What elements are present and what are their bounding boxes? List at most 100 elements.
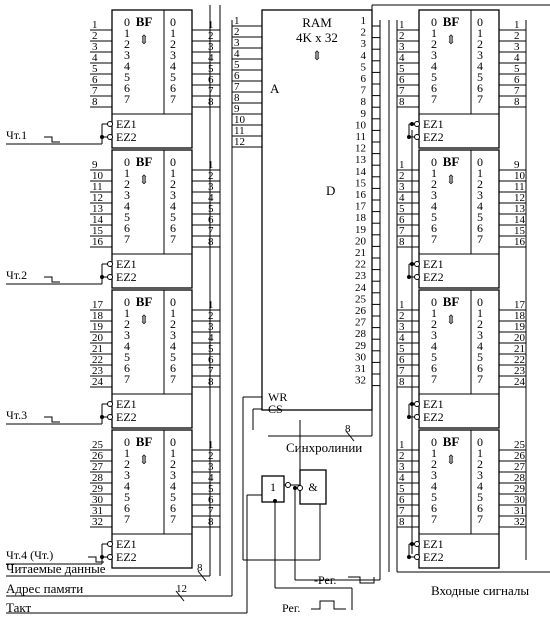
buffer-body: [111, 149, 193, 289]
buffer-output-pin-label: 3: [170, 188, 176, 202]
ram-body: [261, 9, 373, 411]
buffer-output-pin-label: 1: [477, 26, 483, 40]
bus-line-number: 2: [514, 30, 520, 42]
input-line-number: 7: [399, 365, 405, 377]
buffer-input-pin-label: 3: [124, 328, 130, 342]
buffer-enable1-label: EZ1: [423, 257, 444, 271]
buffer-input-pin-label: 3: [124, 48, 130, 62]
output-line-number: 6: [208, 354, 214, 366]
buffer-input-pin-label: 6: [124, 501, 130, 515]
enable1-inversion-bubble: [414, 121, 420, 127]
data-pin-number: 27: [355, 317, 367, 329]
read-data-width-label: 8: [197, 562, 203, 574]
buffer-output-pin-label: 4: [477, 59, 483, 73]
buffer-input-pin-label: 5: [431, 70, 437, 84]
buffer-output-pin-label: 3: [477, 48, 483, 62]
data-pin-number: 31: [355, 363, 366, 375]
reg-inverted-label: -Рег.: [314, 573, 336, 587]
buffer-input-pin-label: 2: [431, 457, 437, 471]
data-pin-number: 13: [355, 154, 367, 166]
bus-line-number: 24: [92, 376, 104, 388]
bus-line-number: 22: [92, 354, 103, 366]
output-line-number: 5: [208, 483, 214, 495]
buffer-output-pin-label: 1: [170, 306, 176, 320]
buffer-input-pin-label: 7: [431, 92, 437, 106]
output-line-number: 6: [208, 214, 214, 226]
buffer-enable1-label: EZ1: [116, 117, 137, 131]
ram-address-label: A: [270, 81, 280, 96]
buffer-direction-icon: ⇕: [139, 172, 150, 187]
buffer-input-pin-label: 6: [431, 361, 437, 375]
buffer-input-pin-label: 6: [124, 81, 130, 95]
buffer-output-pin-label: 2: [477, 177, 483, 191]
buffer-output-pin-label: 1: [170, 446, 176, 460]
buffer-output-pin-label: 0: [170, 155, 176, 169]
buffer-direction-icon: ⇕: [446, 312, 457, 327]
buffer-title: BF: [136, 294, 153, 309]
bus-line-number: 26: [514, 450, 526, 462]
buffer-input-pin-label: 4: [124, 59, 130, 73]
data-pin-number: 18: [355, 212, 367, 224]
bus-line-number: 1: [92, 19, 98, 31]
buffer-output-pin-label: 0: [170, 295, 176, 309]
and-gate-label: &: [308, 480, 318, 494]
input-line-number: 6: [399, 214, 405, 226]
bus-line-number: 13: [514, 203, 526, 215]
buffer-output-pin-label: 4: [477, 199, 483, 213]
bus-line-number: 5: [514, 63, 520, 75]
input-line-number: 8: [399, 236, 405, 248]
buffer-input-pin-label: 2: [431, 177, 437, 191]
output-line-number: 7: [208, 225, 214, 237]
buffer-input-pin-label: 7: [431, 232, 437, 246]
enable2-inversion-bubble: [107, 134, 113, 140]
junction-dot: [410, 542, 414, 546]
output-line-number: 7: [208, 85, 214, 97]
buffer-enable2-label: EZ2: [423, 410, 444, 424]
buffer-input-pin-label: 6: [431, 501, 437, 515]
sync-width-label: 8: [345, 423, 351, 435]
bus-line-number: 9: [514, 159, 520, 171]
buffer-input-pin-label: 3: [124, 468, 130, 482]
enable2-inversion-bubble: [414, 554, 420, 560]
buffer-output-pin-label: 5: [170, 350, 176, 364]
reg-inverted-pulse-icon: [348, 576, 375, 584]
output-line-number: 5: [208, 63, 214, 75]
buffer-input-pin-label: 2: [124, 37, 130, 51]
buffer-body: [111, 9, 193, 149]
buffer-enable1-label: EZ1: [423, 537, 444, 551]
input-line-number: 8: [399, 516, 405, 528]
data-pin-number: 1: [361, 15, 367, 27]
enable1-inversion-bubble: [414, 261, 420, 267]
bus-line-number: 8: [514, 96, 520, 108]
buffer-input-pin-label: 3: [431, 48, 437, 62]
read-strobe-label: Чт.1: [6, 128, 27, 142]
bus-line-number: 21: [514, 343, 525, 355]
buffer-output-pin-label: 0: [477, 155, 483, 169]
data-pin-number: 15: [355, 177, 367, 189]
input-line-number: 4: [399, 52, 405, 64]
data-pin-number: 3: [361, 38, 367, 50]
enable1-inversion-bubble: [107, 261, 113, 267]
buffer-output-pin-label: 0: [477, 435, 483, 449]
input-line-number: 6: [399, 494, 405, 506]
ram-wr-label: WR: [268, 390, 287, 404]
enable2-inversion-bubble: [107, 414, 113, 420]
enable1-inversion-bubble: [414, 401, 420, 407]
junction-dot: [293, 486, 297, 490]
junction-dot: [410, 122, 414, 126]
output-line-number: 2: [208, 30, 214, 42]
junction-dot: [273, 499, 277, 503]
buffer-input-pin-label: 4: [431, 339, 437, 353]
clock-label: Такт: [6, 600, 32, 615]
bus-line-number: 14: [92, 214, 104, 226]
input-line-number: 5: [399, 343, 405, 355]
buffer-output-pin-label: 6: [170, 361, 176, 375]
bus-line-number: 30: [514, 494, 526, 506]
buffer-input-pin-label: 6: [431, 221, 437, 235]
read-strobe: Чт.3: [6, 408, 103, 425]
buffer-body: [418, 289, 500, 429]
bus-line-number: 29: [92, 483, 104, 495]
